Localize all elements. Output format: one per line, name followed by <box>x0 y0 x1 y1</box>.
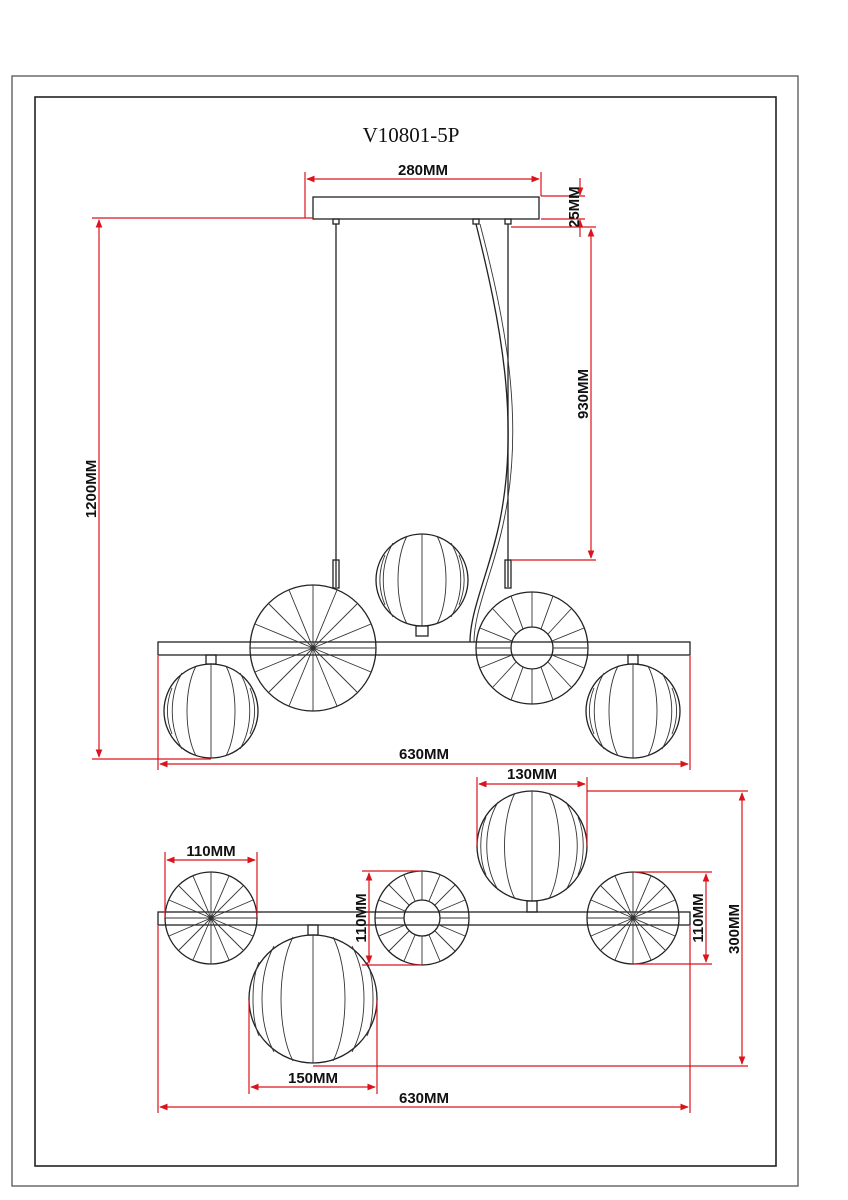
ring-disc-shade-right <box>475 591 589 705</box>
dimension-canopy-height: 25MM <box>541 178 585 237</box>
svg-text:280MM: 280MM <box>398 162 448 179</box>
svg-text:150MM: 150MM <box>288 1070 338 1087</box>
dimension-right-shade-height: 110MM <box>633 871 712 965</box>
canopy <box>312 196 540 220</box>
dimension-depth: 300MM <box>313 790 748 1067</box>
frame-bar <box>157 641 691 656</box>
dimension-plan-width: 630MM <box>157 926 691 1113</box>
svg-text:930MM: 930MM <box>575 369 592 419</box>
power-cable <box>469 223 509 643</box>
plan-globe-large <box>248 924 378 1064</box>
svg-text:630MM: 630MM <box>399 1090 449 1107</box>
svg-text:1200MM: 1200MM <box>83 460 100 518</box>
svg-text:300MM: 300MM <box>726 904 743 954</box>
radial-disc-shade-left <box>249 584 377 712</box>
dimension-total-height: 1200MM <box>83 217 313 760</box>
dimension-large-shade: 150MM <box>248 1000 378 1094</box>
svg-text:110MM: 110MM <box>690 893 707 942</box>
svg-text:110MM: 110MM <box>353 893 370 942</box>
drawing-title: V10801-5P <box>363 123 460 147</box>
plan-disc-right <box>586 871 680 965</box>
outer-frame <box>11 75 799 1187</box>
globe-shade-right <box>585 654 681 759</box>
inner-frame <box>34 96 777 1167</box>
svg-text:130MM: 130MM <box>507 766 557 783</box>
dimension-small-shade: 110MM <box>164 843 258 918</box>
svg-text:630MM: 630MM <box>399 746 449 763</box>
globe-shade-left <box>163 654 259 759</box>
dimension-rod-length: 930MM <box>511 226 596 561</box>
plan-view: 110MM 130MM 110MM 110MM 300MM <box>157 766 748 1113</box>
elevation-view: 280MM 25MM 930MM 1200MM 630MM <box>83 162 691 770</box>
dimension-top-shade: 130MM <box>476 766 588 846</box>
plan-ring-disc-middle <box>374 870 470 966</box>
svg-text:25MM: 25MM <box>566 186 583 228</box>
plan-frame-bar <box>157 911 691 926</box>
dimension-front-width: 630MM <box>157 656 691 770</box>
dimension-middle-shade-height: 110MM <box>353 870 422 966</box>
svg-text:110MM: 110MM <box>186 843 235 860</box>
globe-shade-top-center <box>375 533 469 637</box>
plan-disc-left <box>164 871 258 965</box>
plan-globe-top <box>476 790 588 913</box>
dimension-canopy-width: 280MM <box>304 162 542 218</box>
